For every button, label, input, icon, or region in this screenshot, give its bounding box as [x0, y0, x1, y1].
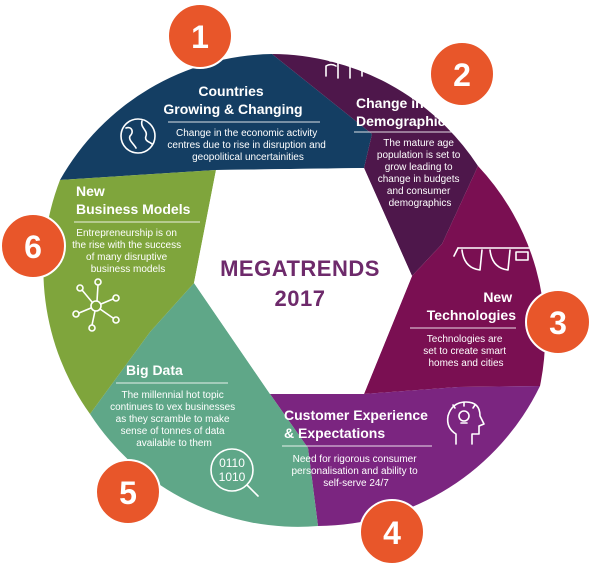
binary-text-line2: 1010 — [219, 470, 246, 484]
trend-3: New Technologies Technologies are set to… — [410, 289, 516, 369]
badge-2: 2 — [429, 41, 495, 107]
network-icon — [72, 278, 120, 332]
badge-5-number: 5 — [119, 475, 137, 511]
center-title-line1: MEGATRENDS — [220, 256, 380, 281]
trend-2: Change in Demographics The mature age po… — [354, 95, 476, 209]
badge-3-number: 3 — [549, 305, 567, 341]
segment-3 — [364, 166, 546, 394]
badge-6-number: 6 — [24, 229, 42, 265]
trend-2-title: Change in Demographics — [356, 95, 453, 129]
trend-1-body: Change in the economic activity centres … — [167, 128, 328, 163]
trend-4-title: Customer Experience & Expectations — [284, 407, 432, 441]
smart-glasses-icon — [453, 247, 535, 271]
trend-1-title: Countries Growing & Changing — [163, 83, 302, 117]
badge-4-number: 4 — [383, 515, 401, 551]
binary-search-icon: 0110 1010 — [210, 448, 259, 497]
segment-4 — [270, 386, 540, 526]
segment-2 — [272, 54, 478, 276]
trend-6-body: Entrepreneurship is on the rise with the… — [72, 228, 184, 275]
trend-6-title: New Business Models — [76, 183, 191, 217]
badge-3: 3 — [525, 289, 591, 355]
badge-2-number: 2 — [453, 57, 471, 93]
badge-5: 5 — [95, 459, 161, 525]
globe-icon — [120, 118, 156, 154]
segment-1 — [60, 54, 372, 180]
people-icon — [325, 49, 363, 79]
trend-2-body: The mature age population is set to grow… — [377, 138, 463, 209]
segment-6 — [43, 170, 216, 414]
trend-1: Countries Growing & Changing Change in t… — [163, 83, 328, 163]
center-title-line2: 2017 — [275, 286, 326, 311]
trend-6: New Business Models Entrepreneurship is … — [72, 183, 200, 275]
trend-4: Customer Experience & Expectations Need … — [282, 407, 432, 489]
binary-text-line1: 0110 — [219, 456, 245, 470]
trend-3-title: New Technologies — [427, 289, 516, 323]
trend-5-title: Big Data — [126, 362, 183, 378]
trend-5: Big Data The millennial hot topic contin… — [110, 362, 238, 449]
badge-1-number: 1 — [191, 19, 209, 55]
head-idea-icon — [446, 401, 485, 445]
badge-1: 1 — [167, 3, 233, 69]
badge-6: 6 — [0, 213, 66, 279]
badge-4: 4 — [359, 499, 425, 565]
trend-4-body: Need for rigorous consumer personalisati… — [292, 454, 421, 489]
trend-5-body: The millennial hot topic continues to ve… — [110, 390, 238, 449]
center-hexagon — [194, 168, 412, 394]
trend-3-body: Technologies are set to create smart hom… — [423, 334, 509, 369]
